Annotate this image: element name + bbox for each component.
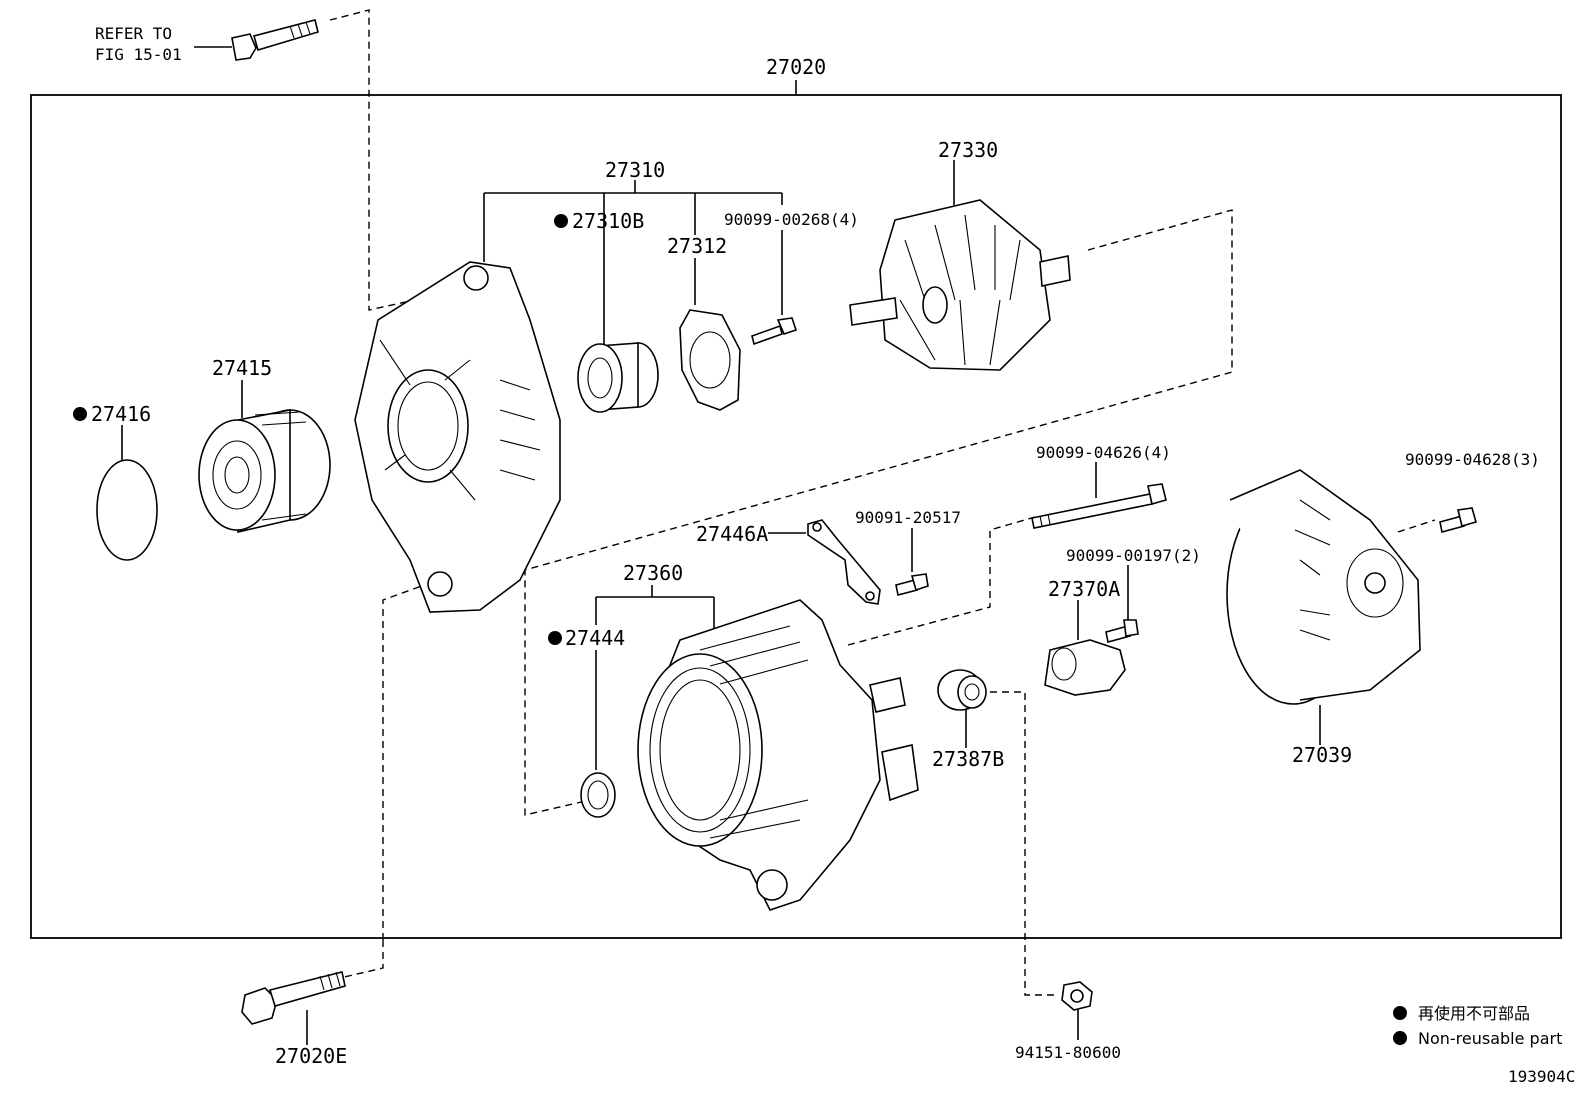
legend-text-english: Non-reusable part bbox=[1418, 1029, 1562, 1048]
leader-lines bbox=[121, 9, 1436, 1045]
part-27446a-bracket bbox=[807, 519, 881, 605]
label-90099-04628: 90099-04628(3) bbox=[1405, 450, 1540, 469]
part-27370a-brush-holder bbox=[1044, 639, 1126, 696]
label-90099-04626: 90099-04626(4) bbox=[1036, 443, 1171, 462]
part-27360-rear-end-frame bbox=[637, 599, 919, 911]
part-27312-retainer bbox=[679, 309, 741, 411]
bolt-90099-04626 bbox=[1031, 483, 1167, 529]
nut-94151-80600 bbox=[1061, 981, 1093, 1011]
part-27444-seal-ring bbox=[580, 772, 616, 818]
label-27370a: 27370A bbox=[1048, 577, 1120, 601]
part-27415-pulley bbox=[198, 409, 331, 534]
part-27039-rear-cover bbox=[1226, 469, 1421, 705]
label-90099-00268: 90099-00268(4) bbox=[724, 210, 859, 229]
label-27310: 27310 bbox=[605, 158, 665, 182]
non-reusable-marker-27444 bbox=[548, 631, 562, 645]
label-27310b: 27310B bbox=[572, 209, 644, 233]
figure-id: 193904C bbox=[1508, 1067, 1575, 1086]
legend-marker-japanese bbox=[1393, 1006, 1407, 1020]
screw-90099-00197 bbox=[1105, 619, 1139, 643]
label-90099-00197: 90099-00197(2) bbox=[1066, 546, 1201, 565]
part-27310b-bearing bbox=[577, 342, 659, 413]
screw-90099-00268 bbox=[751, 317, 798, 346]
bolt-27020e bbox=[241, 971, 346, 1025]
screw-90099-04628 bbox=[1439, 507, 1477, 533]
label-27039: 27039 bbox=[1292, 743, 1352, 767]
refer-label-line2: FIG 15-01 bbox=[95, 45, 182, 64]
label-27020: 27020 bbox=[766, 55, 826, 79]
legend-text-japanese: 再使用不可部品 bbox=[1418, 1004, 1530, 1023]
bolt-refer-fig-15-01 bbox=[231, 19, 319, 61]
non-reusable-marker-27310b bbox=[554, 214, 568, 228]
label-27444: 27444 bbox=[565, 626, 625, 650]
label-27360: 27360 bbox=[623, 561, 683, 585]
part-27416-cap bbox=[96, 459, 158, 561]
part-27310-drive-end-frame bbox=[354, 261, 561, 613]
refer-label-line1: REFER TO bbox=[95, 24, 172, 43]
part-27387b-insulator bbox=[937, 669, 987, 711]
legend-marker-english bbox=[1393, 1031, 1407, 1045]
label-94151-80600: 94151-80600 bbox=[1015, 1043, 1121, 1062]
label-27415: 27415 bbox=[212, 356, 272, 380]
screw-90091-20517 bbox=[895, 573, 929, 596]
label-27387b: 27387B bbox=[932, 747, 1004, 771]
part-27330-rotor bbox=[849, 199, 1071, 371]
label-27312: 27312 bbox=[667, 234, 727, 258]
label-27446a: 27446A bbox=[696, 522, 768, 546]
label-27416: 27416 bbox=[91, 402, 151, 426]
label-27020e: 27020E bbox=[275, 1044, 347, 1068]
label-27330: 27330 bbox=[938, 138, 998, 162]
label-90091-20517: 90091-20517 bbox=[855, 508, 961, 527]
non-reusable-marker-27416 bbox=[73, 407, 87, 421]
